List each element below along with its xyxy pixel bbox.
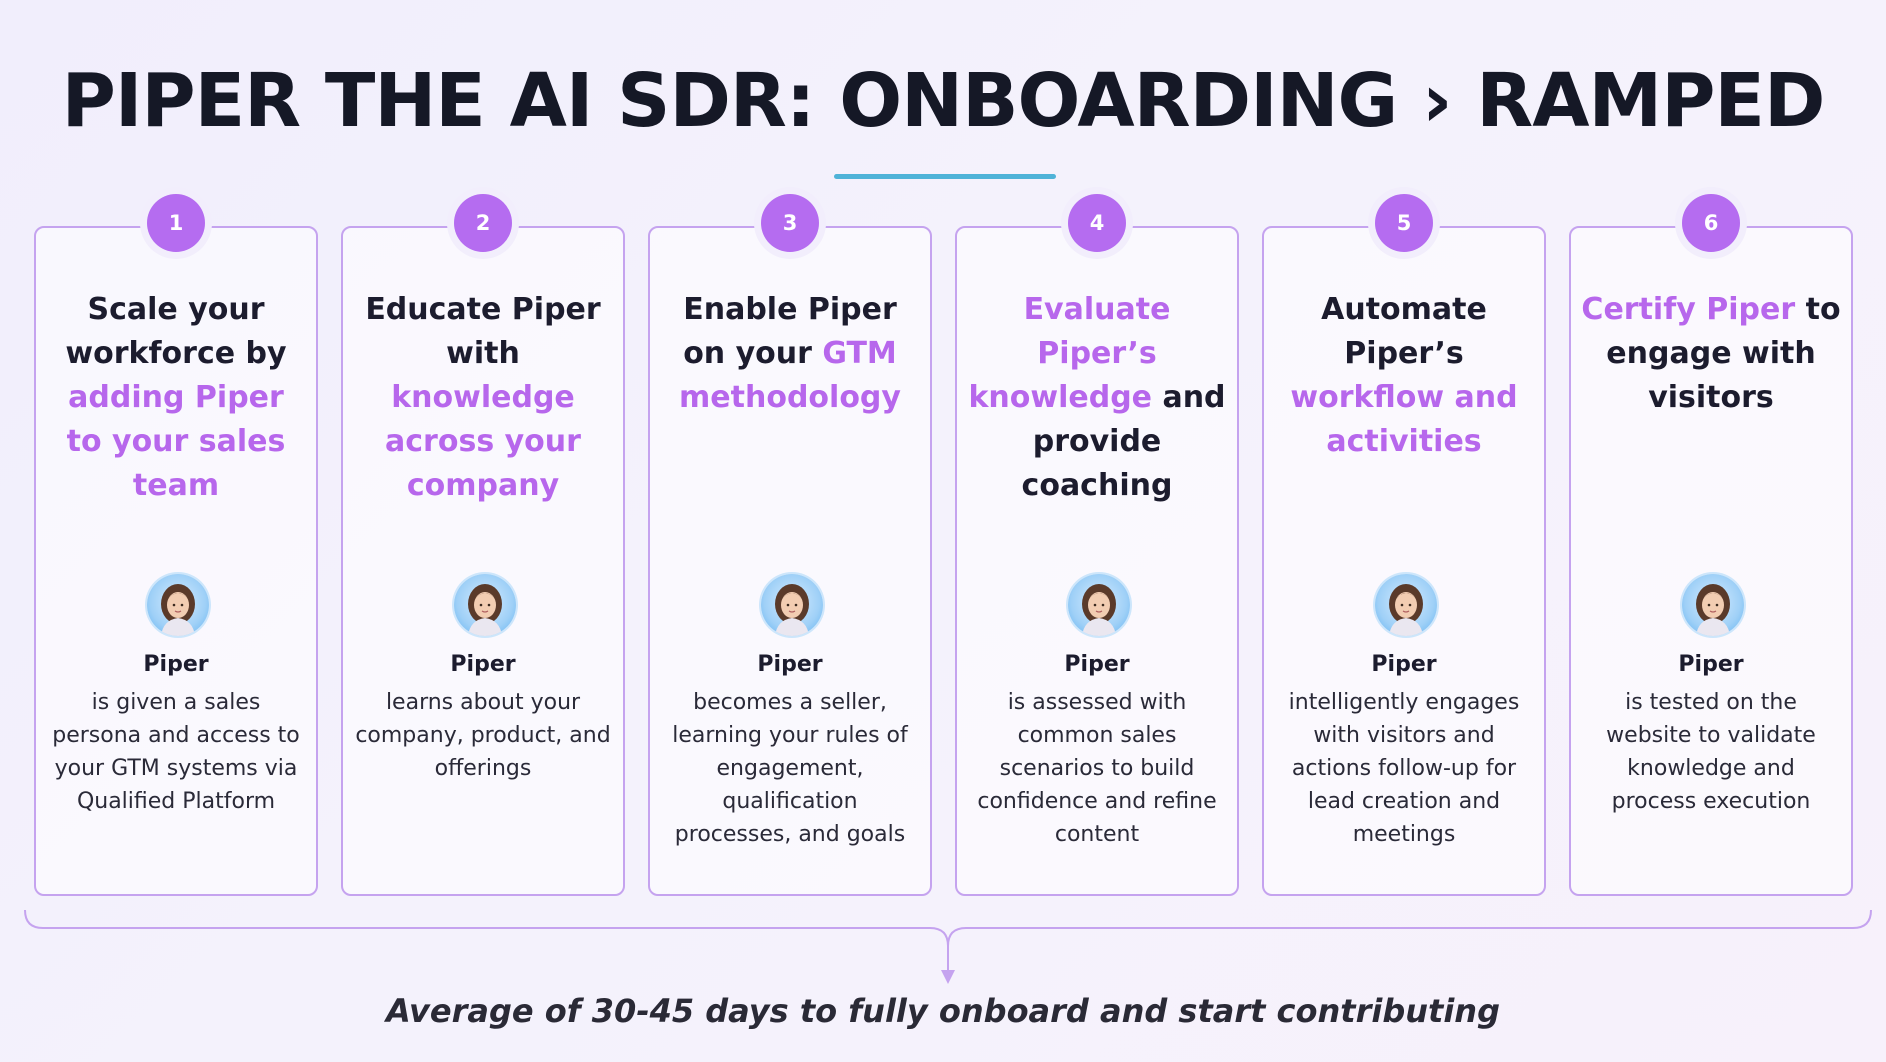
bracket-arrow (0, 0, 1886, 1000)
footer-note: Average of 30-45 days to fully onboard a… (0, 992, 1886, 1030)
